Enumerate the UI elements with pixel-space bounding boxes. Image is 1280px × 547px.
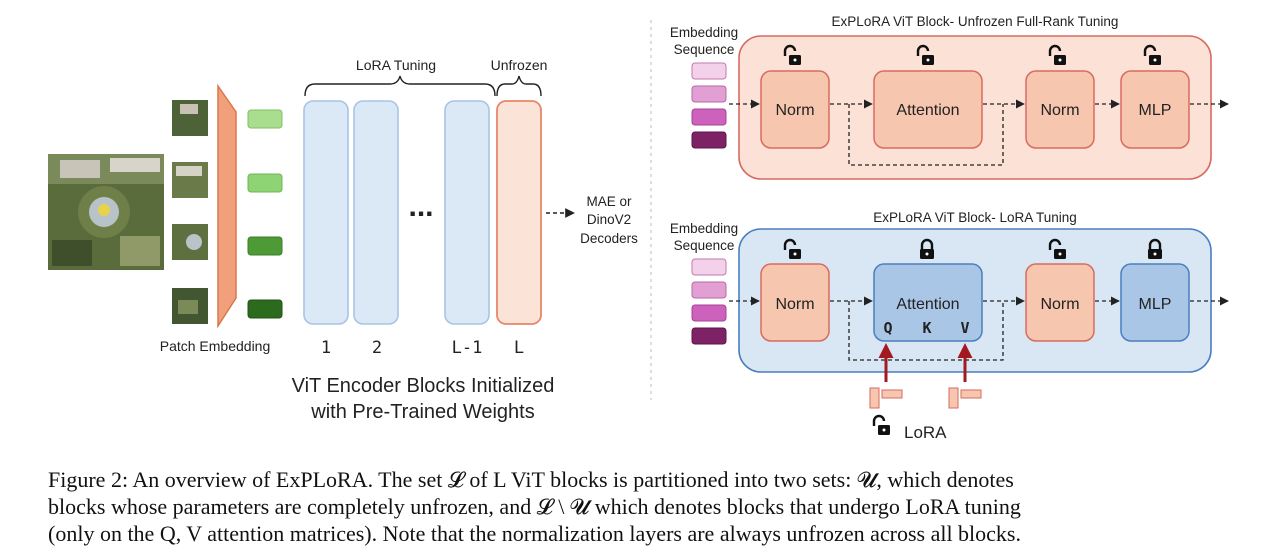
bottom-embedding-label-2: Sequence [674, 238, 735, 253]
bottom-norm-2-label: Norm [1040, 296, 1079, 313]
vit-block-l [496, 100, 542, 325]
caption-line-1: Figure 2: An overview of ExPLoRA. The se… [48, 467, 1014, 492]
decoders-line-1: MAE or [586, 194, 632, 209]
bottom-block-title: ExPLoRA ViT Block- LoRA Tuning [873, 210, 1077, 225]
lora-tuning-label: LoRA Tuning [356, 57, 436, 73]
top-mlp-label: MLP [1139, 102, 1172, 119]
unlock-icon [872, 414, 892, 437]
bottom-flow-arrows [729, 296, 1229, 361]
block-index-1: 1 [321, 338, 331, 358]
top-block-title: ExPLoRA ViT Block- Unfrozen Full-Rank Tu… [832, 14, 1119, 29]
patch-tokens [247, 109, 283, 319]
bottom-attention [873, 263, 983, 342]
encoder-title-line-2: with Pre-Trained Weights [310, 401, 534, 423]
lora-legend-label: LoRA [904, 423, 947, 442]
caption-line-2: blocks whose parameters are completely u… [48, 494, 1021, 519]
bottom-embedding-tokens [691, 258, 727, 345]
unfrozen-label: Unfrozen [491, 57, 548, 73]
input-satellite-image [48, 154, 164, 270]
bottom-norm-1 [760, 263, 830, 342]
attention-k-label: K [922, 319, 931, 337]
patch-embedding-layer [217, 83, 237, 329]
block-index-l: L [514, 338, 524, 358]
bottom-mlp-label: MLP [1139, 296, 1172, 313]
top-norm-2-label: Norm [1040, 102, 1079, 119]
top-norm-1-label: Norm [775, 102, 814, 119]
attention-v-label: V [960, 319, 969, 337]
lora-matrices-q [869, 387, 903, 409]
top-embedding-label-2: Sequence [674, 42, 735, 57]
decoders-line-3: Decoders [580, 231, 638, 246]
top-norm-2 [1025, 70, 1095, 149]
patch-embedding-label: Patch Embedding [160, 338, 271, 354]
lora-tuning-brace [304, 75, 496, 97]
top-attention [873, 70, 983, 149]
vit-block-2 [353, 100, 399, 325]
top-embedding-label-1: Embedding [670, 25, 738, 40]
lora-matrices-v [948, 387, 982, 409]
bottom-norm-1-label: Norm [775, 296, 814, 313]
bottom-norm-2 [1025, 263, 1095, 342]
explora-overview-diagram: Patch Embedding LoRA Tuning Unfrozen ...… [48, 14, 1229, 442]
caption-line-3: (only on the Q, V attention matrices). N… [48, 521, 1021, 546]
block-index-l-minus-1: L-1 [452, 338, 483, 358]
encoder-title-line-1: ViT Encoder Blocks Initialized [292, 375, 555, 397]
vit-block-l-minus-1 [444, 100, 490, 325]
decoders-line-2: DinoV2 [587, 212, 631, 227]
top-attention-label: Attention [896, 102, 959, 119]
bottom-mlp [1120, 263, 1190, 342]
top-mlp [1120, 70, 1190, 149]
bottom-attention-label: Attention [896, 296, 959, 313]
top-embedding-tokens [691, 62, 727, 149]
attention-q-label: Q [883, 319, 892, 337]
top-norm-1 [760, 70, 830, 149]
figure-caption: Figure 2: An overview of ExPLoRA. The se… [48, 466, 1238, 547]
image-patches [172, 100, 208, 324]
top-flow-arrows [729, 99, 1229, 166]
block-index-2: 2 [372, 338, 382, 358]
vit-block-1 [303, 100, 349, 325]
blocks-ellipsis: ... [408, 190, 433, 223]
unfrozen-brace [496, 75, 542, 97]
bottom-embedding-label-1: Embedding [670, 221, 738, 236]
